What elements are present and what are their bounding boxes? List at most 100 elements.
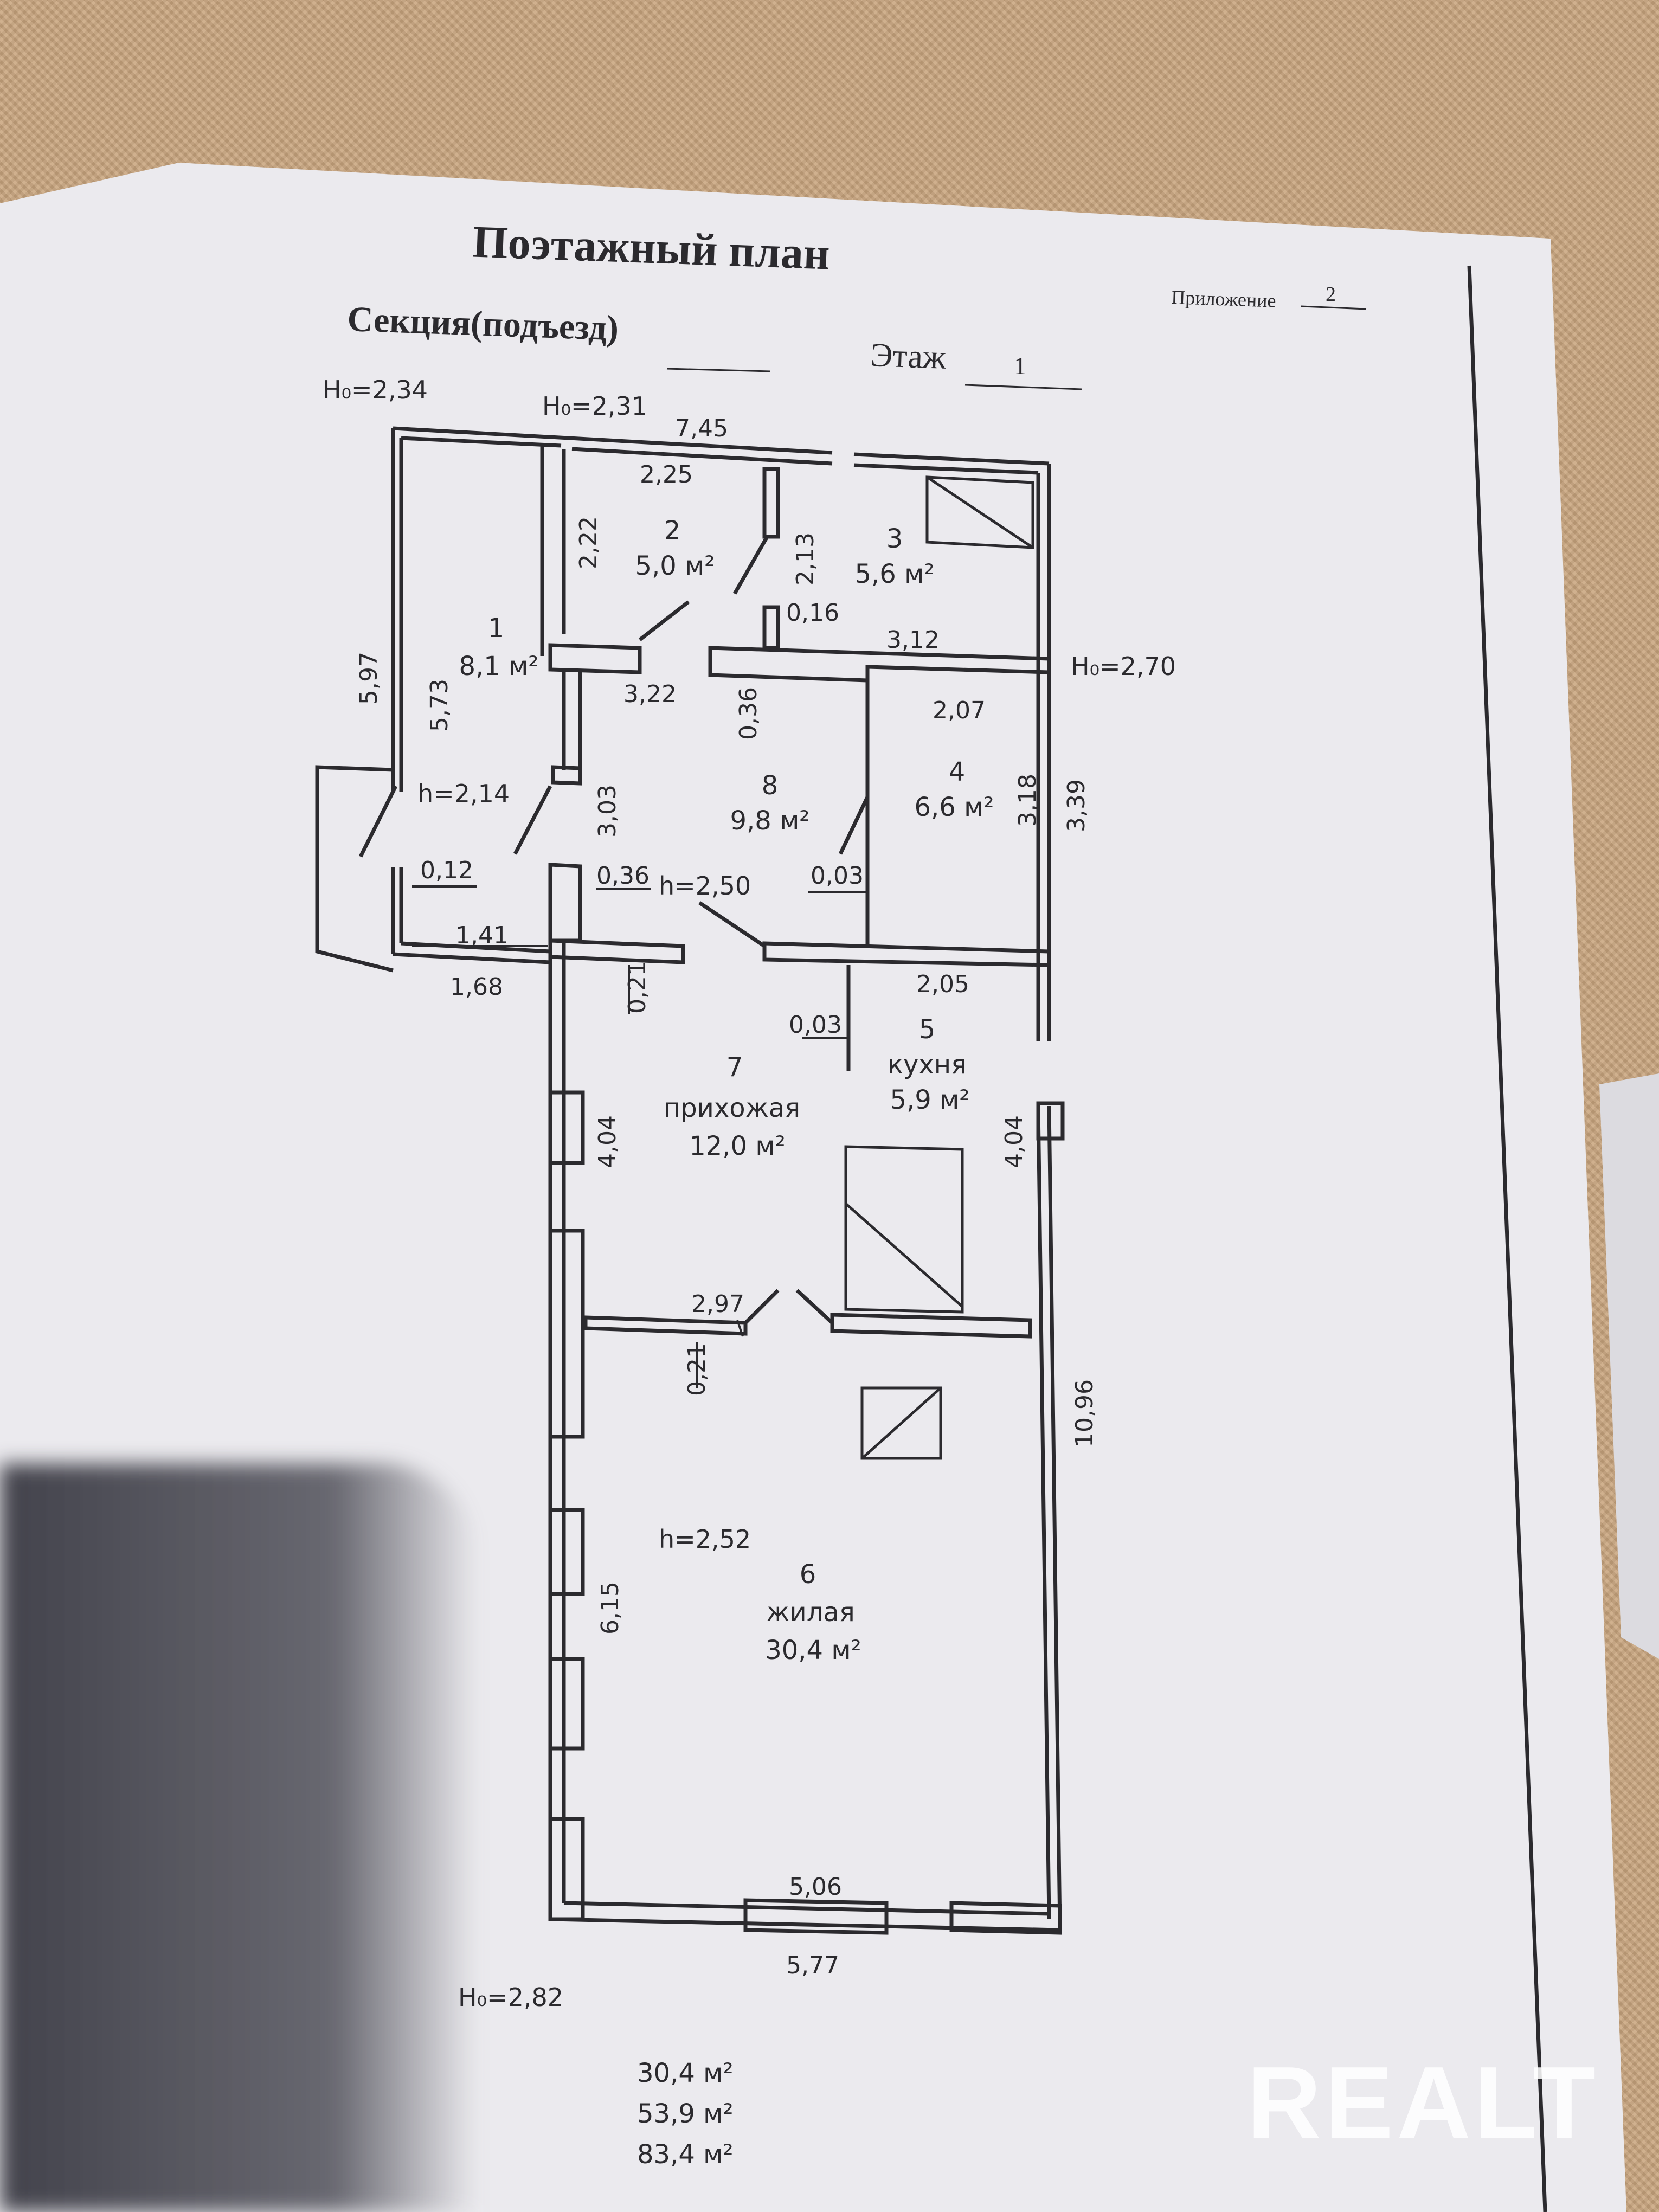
section-label: Секция(подъезд): [346, 299, 619, 348]
room-7-name: прихожая: [664, 1093, 800, 1123]
window-left-1: [548, 1090, 585, 1165]
total-living-area: 30,4 м²: [637, 2058, 734, 2088]
wall-hall-bottom: [583, 1315, 748, 1336]
appendix-label: Приложение: [1171, 286, 1276, 312]
dim-0-21b: 0,21: [683, 1343, 711, 1396]
floor-plan: [315, 426, 1065, 1935]
wall-room1-right: [540, 446, 566, 656]
floor-label: Этаж: [870, 337, 948, 376]
door-swing-room4: [838, 796, 870, 855]
room-7-number: 7: [726, 1052, 743, 1083]
room-2-area: 5,0 м²: [635, 551, 715, 581]
dim-0-12: 0,12: [420, 857, 473, 884]
dim-3-39: 3,39: [1063, 779, 1090, 832]
dim-1-41: 1,41: [455, 922, 509, 949]
door-swing-room1: [358, 785, 398, 858]
room-6-number: 6: [800, 1559, 816, 1590]
dim-2-13: 2,13: [792, 532, 819, 586]
dim-5-06: 5,06: [789, 1873, 842, 1901]
room-4-area: 6,6 м²: [914, 792, 994, 822]
dim-10-96: 10,96: [1071, 1379, 1098, 1448]
wall-room1-partition: [391, 667, 403, 792]
dim-2-07: 2,07: [933, 697, 986, 724]
appendix-underline: [1301, 305, 1367, 310]
room-8-area: 9,8 м²: [730, 806, 809, 836]
total-auxiliary-area: 53,9 м²: [637, 2099, 734, 2129]
paper-edge-right: [1599, 1073, 1659, 1659]
floor-number: 1: [1014, 352, 1026, 380]
floor-underline: [964, 384, 1082, 390]
room-4-number: 4: [949, 757, 966, 787]
window-left-3: [548, 1508, 585, 1596]
section-underline: [666, 368, 770, 372]
wall-bottom: [550, 1901, 1060, 1932]
room-5-number: 5: [919, 1014, 936, 1045]
dim-3-18: 3,18: [1014, 774, 1041, 827]
dim-2-25: 2,25: [640, 461, 693, 488]
total-area: 83,4 м²: [637, 2139, 734, 2170]
dim-0-03b: 0,03: [789, 1011, 842, 1039]
stove-room6: [860, 1386, 942, 1460]
window-left-5: [548, 1817, 585, 1921]
room-3-area: 5,6 м²: [854, 559, 934, 589]
window-left-4: [548, 1657, 585, 1751]
wall-room8-left: [562, 672, 582, 770]
door-swing-room6: [744, 1289, 834, 1324]
wall-hall-top-left: [548, 938, 685, 964]
window-left-2: [548, 1229, 585, 1439]
wall-room4-bottom: [762, 941, 1051, 967]
frame-border-line: [1467, 265, 1547, 2212]
hand-shadow: [0, 1464, 477, 2212]
room-5-name: кухня: [888, 1050, 967, 1080]
height-room6: h=2,52: [659, 1525, 751, 1554]
door-swing-room8: [513, 785, 552, 855]
dim-5-97: 5,97: [355, 652, 383, 705]
dim-2-97: 2,97: [691, 1290, 744, 1318]
dim-0-16: 0,16: [786, 599, 839, 627]
wall-pillar: [762, 605, 780, 650]
door-swing-hall: [698, 901, 766, 948]
dim-3-12: 3,12: [886, 626, 940, 654]
window-bottom-2: [949, 1901, 1062, 1935]
dim-2-22: 2,22: [575, 516, 602, 569]
dim-5-73: 5,73: [426, 679, 453, 732]
dim-4-04b: 4,04: [1000, 1115, 1028, 1168]
document-title: Поэтажный план: [472, 217, 831, 280]
wall-room1-bottom: [393, 941, 551, 964]
dim-0-36b: 0,36: [596, 862, 650, 890]
stove-room3: [925, 475, 1034, 549]
appendix-number: 2: [1326, 283, 1336, 306]
dim-6-15: 6,15: [596, 1581, 624, 1635]
dim-7-45: 7,45: [675, 415, 728, 442]
dim-lines: [412, 885, 867, 1388]
wall-kitchen-bottom: [830, 1313, 1032, 1339]
realt-watermark: REALT: [1247, 2046, 1599, 2160]
door-swing-room3: [732, 536, 769, 595]
room-8-number: 8: [762, 770, 779, 801]
height-right: H₀=2,70: [1071, 652, 1176, 681]
dim-1-68: 1,68: [450, 973, 503, 1001]
room-3-number: 3: [886, 524, 903, 554]
height-room8: h=2,50: [659, 871, 751, 901]
dim-0-03a: 0,03: [811, 862, 864, 890]
dim-0-36a: 0,36: [735, 687, 762, 740]
room-5-area: 5,9 м²: [890, 1085, 969, 1115]
height-room1: h=2,14: [417, 779, 510, 808]
room-7-area: 12,0 м²: [689, 1131, 786, 1161]
dim-3-22: 3,22: [623, 680, 677, 708]
height-top-left: H₀=2,34: [323, 375, 428, 404]
wall-top: [393, 426, 1050, 475]
dim-5-77: 5,77: [786, 1952, 839, 1979]
porch: [315, 765, 394, 973]
wall-right-upper: [1036, 464, 1051, 1041]
window-bottom-1: [743, 1898, 889, 1935]
wall-room8-left-stub: [551, 765, 582, 786]
wall-room3-bottom: [708, 646, 1051, 683]
stove-kitchen: [844, 1145, 964, 1314]
wall-hall-left-stub: [548, 863, 582, 943]
room-2-number: 2: [664, 516, 681, 546]
wall-room1-low: [391, 867, 403, 954]
wall-right-lower: [1036, 1105, 1062, 1931]
wall-room2-right: [762, 467, 780, 539]
room-1-area: 8,1 м²: [459, 651, 538, 681]
